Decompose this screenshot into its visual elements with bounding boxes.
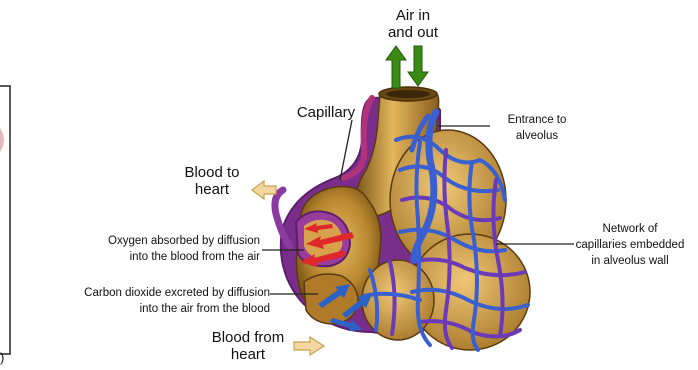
svg-text:): ): [0, 350, 4, 365]
oxygen-label: Oxygen absorbed by diffusion into the bl…: [48, 233, 260, 265]
capillary-network-label: Network of capillaries embedded in alveo…: [566, 221, 694, 269]
blood-from-heart-label: Blood from heart: [200, 329, 296, 363]
air-in-out-label: Air in and out: [380, 7, 446, 41]
capillary-label: Capillary: [288, 104, 364, 121]
air-arrows: [386, 46, 428, 88]
blood-to-heart-label: Blood to heart: [172, 164, 252, 198]
left-panel-fragment: ): [0, 86, 10, 365]
carbon-dioxide-label: Carbon dioxide excreted by diffusion int…: [18, 285, 270, 317]
entrance-to-alveolus-label: Entrance to alveolus: [492, 112, 582, 144]
